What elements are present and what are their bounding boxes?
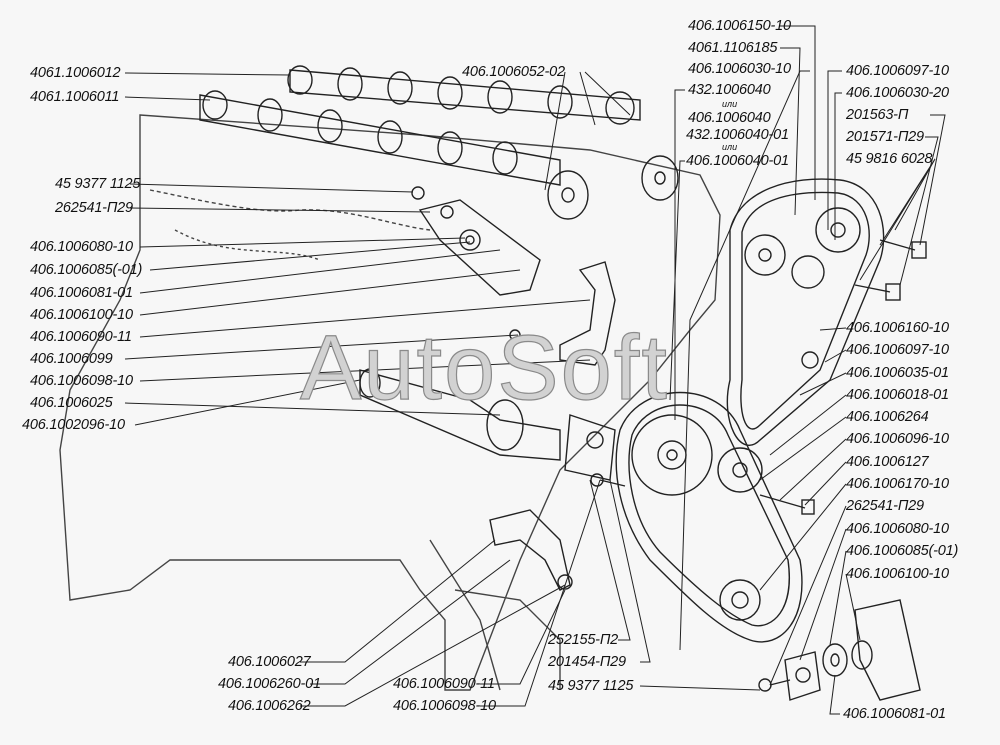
lower-chain-guide	[489, 509, 573, 591]
part-label: 252155-П2	[548, 632, 618, 648]
part-label: 406.1006027	[228, 654, 311, 670]
part-label: 406.1006052-02	[462, 64, 565, 80]
part-label: 406.1006085(-01)	[30, 262, 143, 278]
part-label: 45 9377 1125	[548, 678, 634, 694]
part-label: 406.1006030-10	[688, 61, 791, 77]
camshaft-lower	[199, 90, 561, 186]
part-label: 201571-П29	[846, 129, 924, 145]
part-label: 406.1006035-01	[846, 365, 949, 381]
engine-block-outline	[59, 114, 721, 691]
part-label: 406.1006127	[846, 454, 929, 470]
part-label: 406.1006160-10	[846, 320, 949, 336]
or-label: или	[722, 142, 738, 152]
upper-chain-guide	[559, 261, 616, 366]
part-label: 406.1006099	[30, 351, 113, 367]
part-label: 406.1006262	[228, 698, 311, 714]
part-label: 406.1006090-11	[393, 676, 495, 692]
part-label: 406.1006100-10	[30, 307, 133, 323]
part-label: 201454-П29	[548, 654, 626, 670]
part-label: 406.1006081-01	[843, 706, 946, 722]
part-label: 432.1006040	[688, 82, 771, 98]
upper-tensioner-assembly	[411, 186, 541, 296]
part-label: 45 9377 1125	[55, 176, 141, 192]
part-label: 4061.1106185	[688, 40, 778, 56]
part-label: 432.1006040-01	[686, 127, 789, 143]
part-label: 406.1006100-10	[846, 566, 949, 582]
part-label: 406.1006260-01	[218, 676, 321, 692]
intermediate-shaft	[359, 368, 616, 481]
camshaft-sprocket-hubs	[547, 155, 679, 220]
part-label: 45 9816 6028	[846, 151, 933, 167]
part-label: 406.1006018-01	[846, 387, 949, 403]
camshaft-upper	[287, 65, 641, 125]
lower-tensioner-assembly	[758, 599, 921, 701]
part-label: 406.1006090-11	[30, 329, 132, 345]
part-label: 406.1006096-10	[846, 431, 949, 447]
part-label: 406.1006080-10	[30, 239, 133, 255]
part-label: 406.1006098-10	[30, 373, 133, 389]
part-label: 4061.1006011	[30, 89, 120, 105]
part-label: 406.1006040	[688, 110, 771, 126]
upper-timing-chain	[726, 178, 885, 447]
leader-lines	[124, 25, 946, 715]
lower-timing-chain	[615, 391, 803, 643]
part-label: 4061.1006012	[30, 65, 121, 81]
part-label: 406.1006025	[30, 395, 113, 411]
part-label: 406.1006040-01	[686, 153, 789, 169]
part-label: 406.1006098-10	[393, 698, 496, 714]
part-label: 262541-П29	[846, 498, 924, 514]
part-label: 406.1006170-10	[846, 476, 949, 492]
sprockets	[631, 207, 861, 621]
part-label: 201563-П	[846, 107, 909, 123]
watermark: AutoSoft	[299, 317, 669, 419]
part-label: 406.1006080-10	[846, 521, 949, 537]
part-label: 406.1006085(-01)	[846, 543, 959, 559]
part-label: 406.1006081-01	[30, 285, 133, 301]
part-label: 406.1006150-10	[688, 18, 791, 34]
part-label: 406.1006097-10	[846, 63, 949, 79]
part-label: 406.1002096-10	[22, 417, 125, 433]
part-label: 406.1006030-20	[846, 85, 949, 101]
part-label: 262541-П29	[55, 200, 133, 216]
part-label: 406.1006097-10	[846, 342, 949, 358]
part-label: 406.1006264	[846, 409, 929, 425]
or-label: или	[722, 99, 738, 109]
